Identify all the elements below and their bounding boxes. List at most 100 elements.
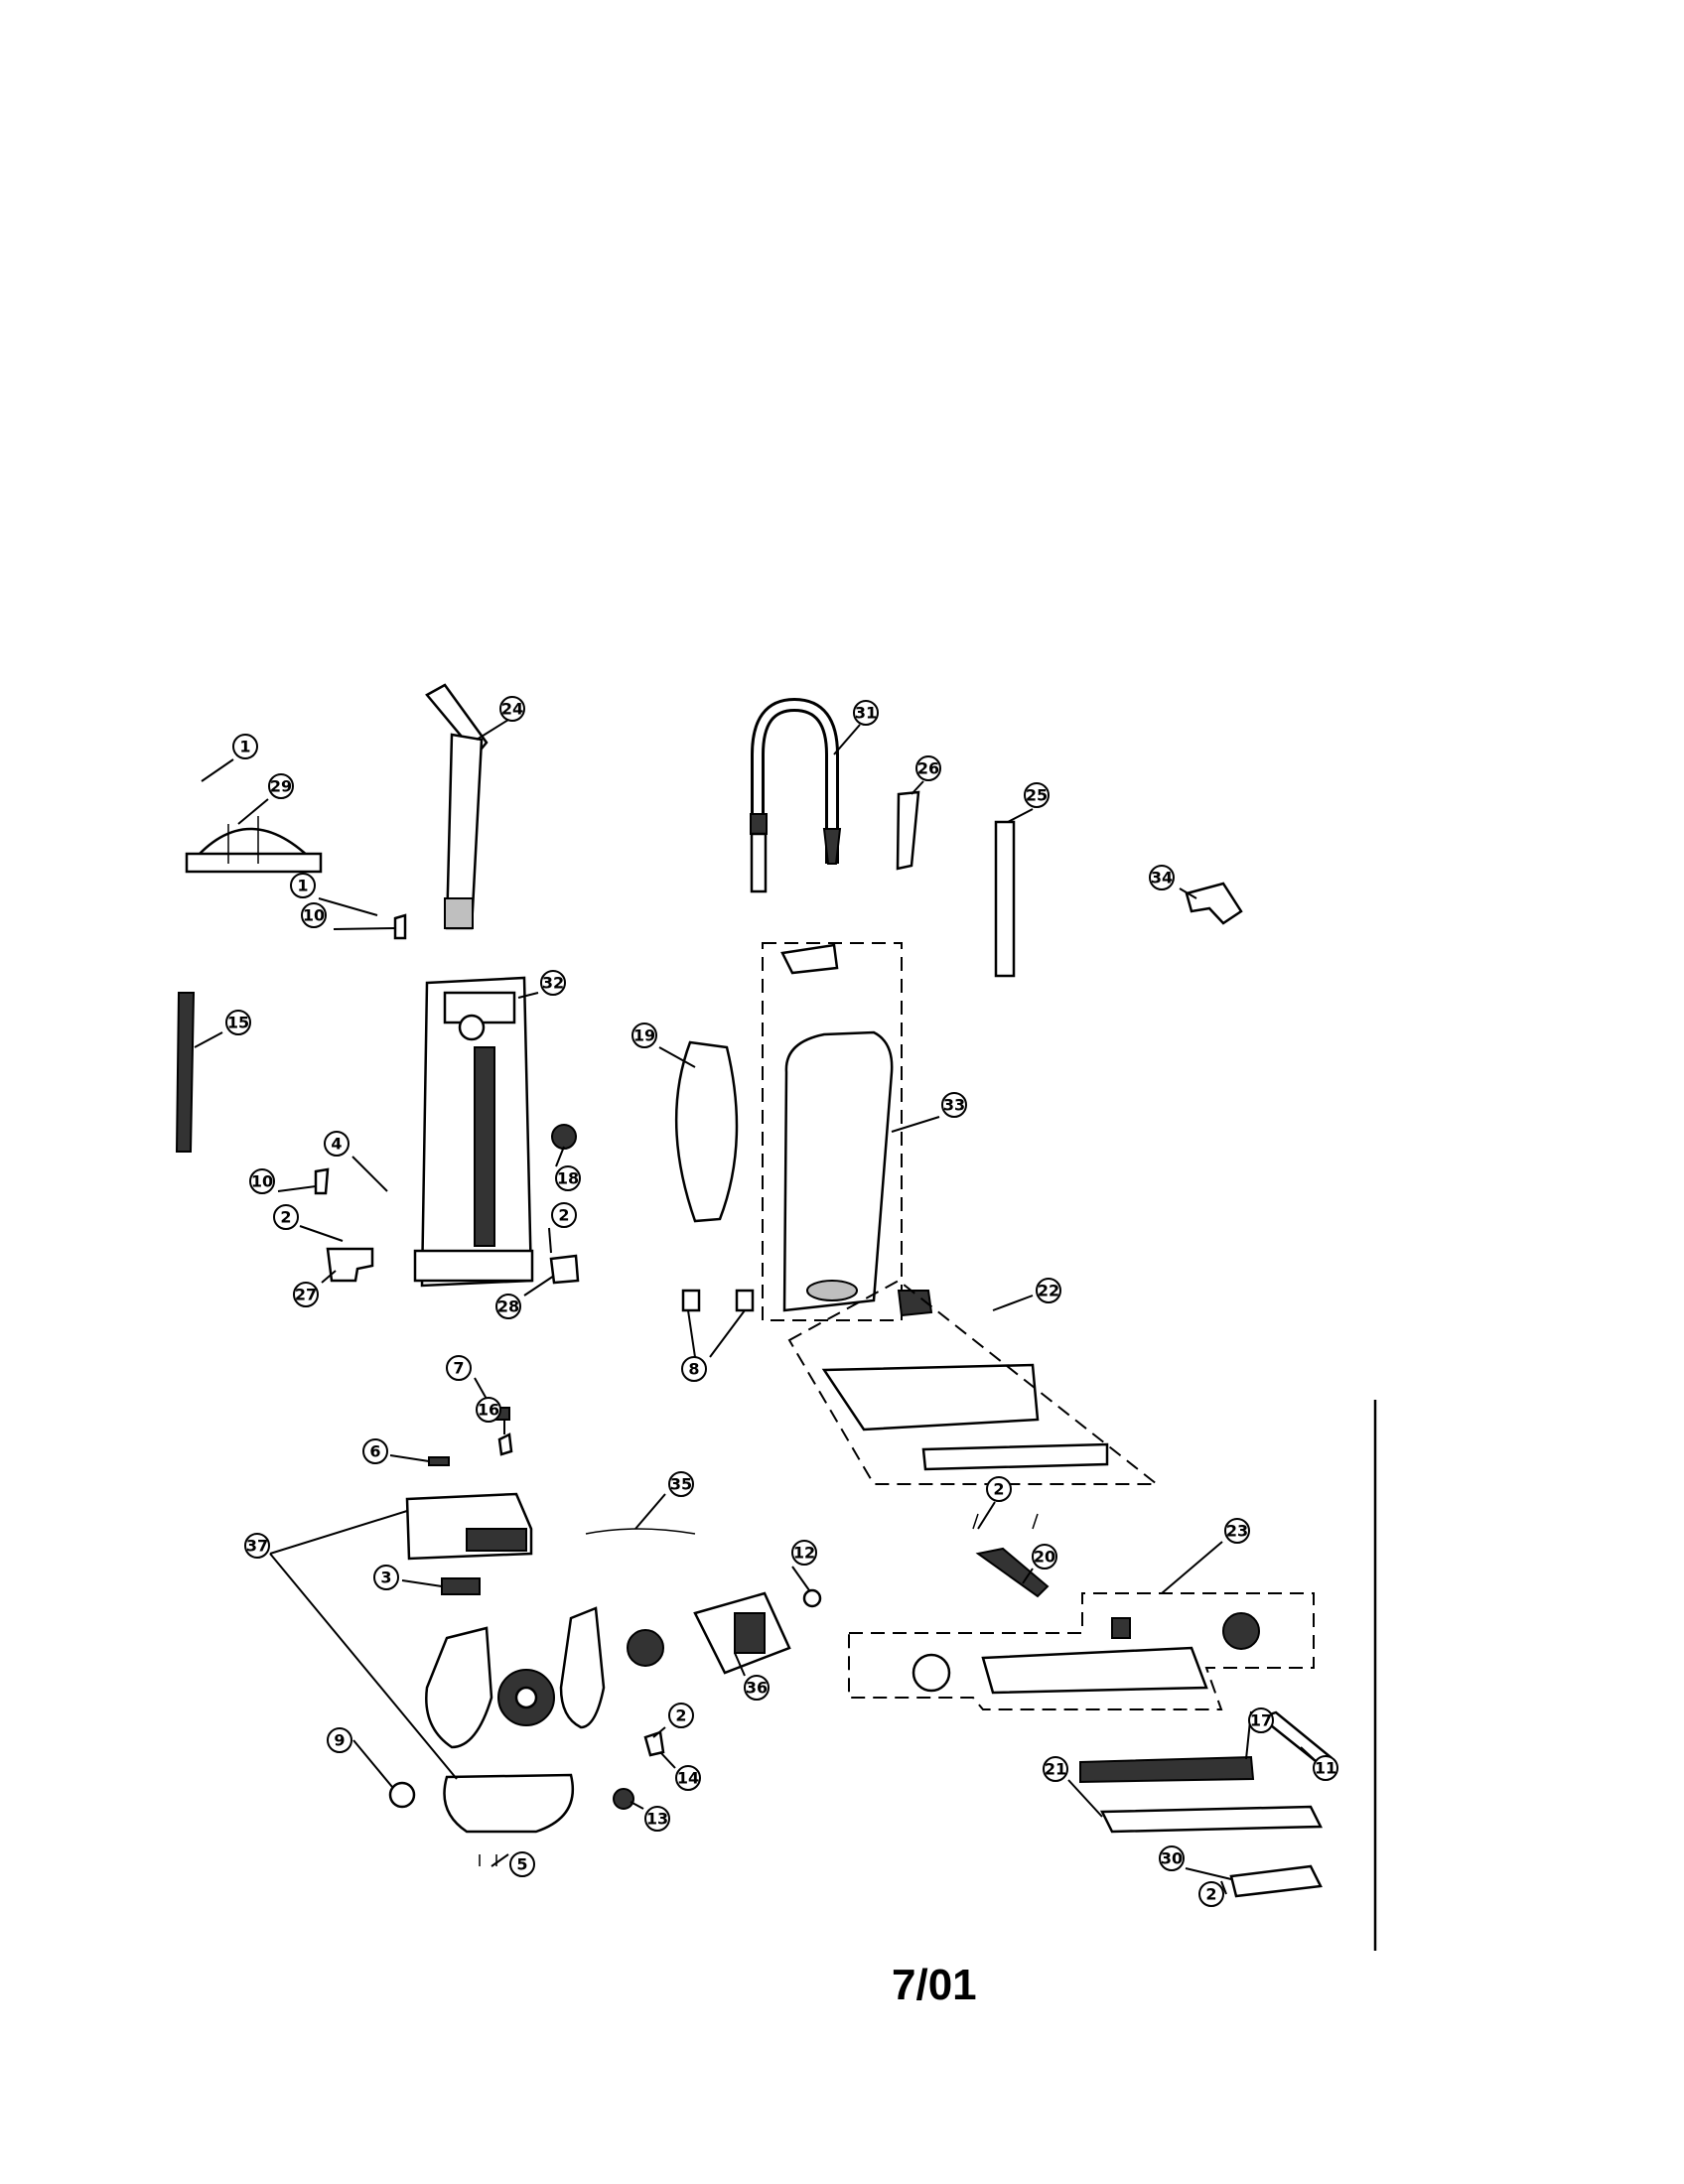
callout-label: 9 (334, 1731, 345, 1750)
part-bottom-plate (1100, 1805, 1323, 1834)
callout-label: 37 (246, 1537, 268, 1556)
callout-label: 6 (369, 1442, 380, 1461)
callout-label: 7 (453, 1359, 464, 1378)
callout-label: 32 (542, 974, 564, 993)
callout: 20 (1032, 1544, 1057, 1570)
callout-label: 36 (746, 1679, 768, 1698)
callout: 12 (791, 1540, 817, 1566)
part-3 (441, 1577, 481, 1595)
callout-label: 13 (646, 1810, 668, 1829)
callout-label: 25 (1026, 786, 1048, 805)
part-brushroll (1079, 1755, 1255, 1784)
part-cord-wrap (185, 816, 323, 874)
part-14 (643, 1730, 665, 1757)
callout-label: 23 (1226, 1522, 1248, 1541)
callout-label: 17 (1250, 1711, 1272, 1730)
callout: 35 (668, 1471, 694, 1497)
callout: 30 (1159, 1845, 1185, 1871)
callout: 2 (273, 1204, 299, 1230)
part-extension-wand (994, 820, 1016, 978)
callout-label: 8 (688, 1360, 699, 1379)
callout: 2 (551, 1202, 577, 1228)
part-fan-assembly (425, 1606, 664, 1749)
callout: 34 (1149, 865, 1175, 890)
callout: 13 (644, 1806, 670, 1832)
part-2-pins (972, 1513, 1039, 1530)
callout-label: 33 (943, 1096, 965, 1115)
callout: 24 (499, 696, 525, 722)
callout-label: 31 (855, 704, 877, 723)
callout: 10 (301, 902, 327, 928)
callout: 6 (362, 1438, 388, 1464)
callout-label: 1 (297, 877, 308, 895)
part-20 (975, 1547, 1050, 1598)
callout-label: 15 (227, 1014, 249, 1032)
part-crevice-tool (896, 790, 920, 871)
callout-label: 3 (380, 1569, 391, 1587)
part-10-lower (314, 1167, 330, 1195)
callout-label: 14 (677, 1769, 699, 1788)
part-5 (479, 1854, 497, 1866)
callout: 5 (509, 1851, 535, 1877)
callout: 10 (249, 1168, 275, 1194)
part-10-upper (393, 913, 407, 940)
callout: 27 (293, 1282, 319, 1307)
callout: 16 (476, 1397, 501, 1423)
callout-label: 2 (280, 1208, 291, 1227)
callout-label: 2 (1205, 1885, 1216, 1904)
callout-label: 24 (501, 700, 523, 719)
callout-label: 21 (1045, 1760, 1066, 1779)
callout: 2 (668, 1703, 694, 1728)
callout: 31 (853, 700, 879, 726)
callout: 4 (324, 1131, 350, 1157)
callout-label: 30 (1161, 1849, 1183, 1868)
callout: 32 (540, 970, 566, 996)
part-dusting-brush (1185, 882, 1243, 925)
callout-label: 26 (917, 759, 939, 778)
callout: 26 (915, 755, 941, 781)
callout-label: 4 (331, 1135, 342, 1154)
callout: 36 (744, 1675, 770, 1701)
callout-label: 18 (557, 1169, 579, 1188)
callout-label: 12 (793, 1544, 815, 1563)
callout: 18 (555, 1165, 581, 1191)
part-9 (388, 1781, 416, 1809)
callout: 22 (1036, 1278, 1061, 1303)
callout: 8 (681, 1356, 707, 1382)
callout-label: 19 (633, 1026, 655, 1045)
callout: 1 (290, 873, 316, 898)
callout-label: 35 (670, 1475, 692, 1494)
part-28 (549, 1254, 580, 1285)
callout: 1 (232, 734, 258, 759)
callout: 37 (244, 1533, 270, 1559)
callout: 9 (327, 1727, 352, 1753)
part-body-housing (413, 976, 534, 1288)
part-motor (693, 1591, 791, 1675)
callout: 17 (1248, 1707, 1274, 1733)
callout: 7 (446, 1355, 472, 1381)
callout-label: 11 (1315, 1759, 1336, 1778)
callout: 11 (1313, 1755, 1338, 1781)
callout: 33 (941, 1092, 967, 1118)
callout: 3 (373, 1565, 399, 1590)
callout-label: 27 (295, 1286, 317, 1304)
callout: 25 (1024, 782, 1050, 808)
callout: 19 (632, 1023, 657, 1048)
callout-label: 2 (993, 1480, 1004, 1499)
part-filter (674, 1040, 739, 1223)
callout: 23 (1224, 1518, 1250, 1544)
callout-label: 10 (303, 906, 325, 925)
callout-label: 1 (239, 738, 250, 756)
part-12 (802, 1588, 822, 1608)
callout: 28 (495, 1294, 521, 1319)
callout: 21 (1043, 1756, 1068, 1782)
date-code: 7/01 (892, 1961, 977, 2009)
part-motor-housing (405, 1492, 533, 1561)
callout: 29 (268, 773, 294, 799)
part-wheels (681, 1289, 755, 1312)
part-lower-base (443, 1773, 575, 1834)
leader-lines (194, 719, 1315, 1895)
part-base-assembly (848, 1592, 1315, 1710)
part-hose (750, 697, 842, 893)
